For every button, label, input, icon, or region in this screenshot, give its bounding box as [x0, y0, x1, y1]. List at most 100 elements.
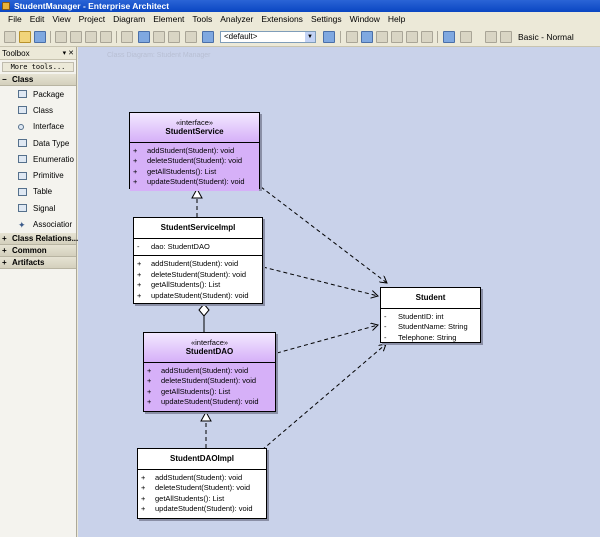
operation: +addStudent(Student): void: [147, 366, 249, 375]
operations-compartment: +addStudent(Student): void +deleteStuden…: [130, 143, 259, 191]
search-icon[interactable]: [138, 31, 150, 43]
undo-icon[interactable]: [100, 31, 112, 43]
paste-icon[interactable]: [85, 31, 97, 43]
target-icon[interactable]: [323, 31, 335, 43]
window-title: StudentManager - Enterprise Architect: [14, 1, 170, 11]
toolbox-item-label: Interface: [33, 122, 65, 132]
menu-project[interactable]: Project: [78, 14, 106, 24]
menu-edit[interactable]: Edit: [29, 14, 45, 24]
save-icon[interactable]: [34, 31, 46, 43]
toolbox-item-table[interactable]: Table: [0, 184, 76, 200]
toolbox-item-label: Table: [33, 187, 53, 197]
settings-icon[interactable]: [460, 31, 472, 43]
operation: +updateStudent(Student): void: [147, 397, 259, 407]
open-folder-icon[interactable]: [19, 31, 31, 43]
style-dropdown[interactable]: <default> ▼: [220, 31, 316, 43]
operations-compartment: +addStudent(Student): void +deleteStuden…: [134, 255, 262, 304]
workspace-layout-label[interactable]: Basic - Normal: [518, 32, 574, 42]
toolbar-separator: [116, 31, 117, 43]
toolbox-item-class[interactable]: Class: [0, 102, 76, 118]
print-icon[interactable]: [168, 31, 180, 43]
enumeration-icon: [18, 155, 27, 164]
operation: +deleteStudent(Student): void: [147, 376, 257, 386]
menu-view[interactable]: View: [52, 14, 71, 24]
toolbox-item-label: Primitive: [33, 171, 64, 181]
menu-file[interactable]: File: [8, 14, 22, 24]
operations-compartment: +addStudent(Student): void +deleteStuden…: [144, 363, 275, 411]
align-icon[interactable]: [376, 31, 388, 43]
attributes-compartment: -StudentID: int -StudentName: String -Te…: [381, 309, 480, 346]
dependency-connector[interactable]: [261, 344, 386, 451]
toolbox-header-buttons[interactable]: ▾ ✕: [62, 50, 74, 57]
class-name: StudentService: [165, 127, 224, 136]
toolbox-panel: Toolbox ▾ ✕ More tools... − Class Packag…: [0, 47, 79, 537]
toolbox-section-artifacts[interactable]: + Artifacts: [0, 256, 76, 269]
class-studentservice[interactable]: «interface» StudentService +addStudent(S…: [129, 112, 260, 191]
toolbox-item-datatype[interactable]: Data Type: [0, 135, 76, 151]
dependency-connector[interactable]: [262, 266, 378, 296]
zoom-icon[interactable]: [202, 31, 214, 43]
toolbox-header: Toolbox ▾ ✕: [0, 47, 76, 60]
class-name: StudentDAOImpl: [170, 454, 234, 463]
toolbox-section-label: Artifacts: [12, 257, 45, 267]
class-header: Student: [381, 288, 480, 309]
class-header: «interface» StudentDAO: [144, 333, 275, 363]
table-icon: [18, 187, 27, 196]
format-icon[interactable]: [391, 31, 403, 43]
grid-icon[interactable]: [346, 31, 358, 43]
cut-icon[interactable]: [55, 31, 67, 43]
diagram-tab-label: Class Diagram: Student Manager: [107, 52, 211, 59]
class-studentdao[interactable]: «interface» StudentDAO +addStudent(Stude…: [143, 332, 276, 412]
operation: +updateStudent(Student): void: [141, 504, 253, 514]
new-file-icon[interactable]: [4, 31, 16, 43]
menu-tools[interactable]: Tools: [192, 14, 213, 24]
primitive-icon: [18, 171, 27, 180]
menu-element[interactable]: Element: [153, 14, 185, 24]
toolbox-item-package[interactable]: Package: [0, 86, 76, 102]
toolbox-item-enumeration[interactable]: Enumeratio: [0, 151, 76, 167]
class-icon: [18, 106, 27, 115]
title-bar: StudentManager - Enterprise Architect: [0, 0, 600, 12]
operation: +getAllStudents(): List: [147, 386, 231, 396]
list-icon[interactable]: [421, 31, 433, 43]
toolbox-section-label: Class Relations...: [12, 233, 79, 243]
copy-icon[interactable]: [70, 31, 82, 43]
menu-extensions[interactable]: Extensions: [261, 14, 303, 24]
toolbox-item-signal[interactable]: Signal: [0, 200, 76, 216]
package-icon: [18, 90, 27, 99]
properties-icon[interactable]: [185, 31, 197, 43]
menu-diagram[interactable]: Diagram: [113, 14, 146, 24]
chevron-down-icon[interactable]: ▼: [305, 32, 315, 42]
page-setup-icon[interactable]: [153, 31, 165, 43]
palette-icon[interactable]: [443, 31, 455, 43]
toolbox-section-common[interactable]: + Common: [0, 244, 76, 257]
class-studentserviceimpl[interactable]: StudentServiceImpl -dao: StudentDAO +add…: [133, 217, 263, 304]
toolbox-section-class[interactable]: − Class: [0, 74, 76, 86]
toolbox-item-label: Package: [33, 89, 65, 99]
pencil-icon[interactable]: [485, 31, 497, 43]
menu-help[interactable]: Help: [387, 14, 406, 24]
toolbox-item-primitive[interactable]: Primitive: [0, 167, 76, 183]
menu-analyzer[interactable]: Analyzer: [220, 14, 254, 24]
attributes-compartment: -dao: StudentDAO: [134, 239, 262, 255]
operation: +deleteStudent(Student): void: [141, 483, 251, 493]
class-header: StudentServiceImpl: [134, 218, 262, 239]
class-student[interactable]: Student -StudentID: int -StudentName: St…: [380, 287, 481, 343]
dependency-connector[interactable]: [276, 325, 378, 354]
menu-settings[interactable]: Settings: [310, 14, 342, 24]
class-name: StudentServiceImpl: [160, 223, 236, 232]
layout-icon[interactable]: [361, 31, 373, 43]
menu-window[interactable]: Window: [349, 14, 380, 24]
toolbox-item-interface[interactable]: Interface: [0, 119, 76, 135]
delete-icon[interactable]: [121, 31, 133, 43]
toolbar-separator: [340, 31, 341, 43]
operation: +deleteStudent(Student): void: [133, 156, 243, 166]
class-studentdaoimpl[interactable]: StudentDAOImpl +addStudent(Student): voi…: [137, 448, 267, 519]
image-icon[interactable]: [406, 31, 418, 43]
toolbar-separator: [437, 31, 438, 43]
toolbox-item-association[interactable]: ✦Associatior: [0, 216, 76, 232]
toolbox-section-class-relationships[interactable]: + Class Relations...: [0, 232, 79, 245]
dependency-connector[interactable]: [260, 186, 387, 283]
workspace-icon[interactable]: [500, 31, 512, 43]
more-tools-button[interactable]: More tools...: [2, 62, 74, 72]
